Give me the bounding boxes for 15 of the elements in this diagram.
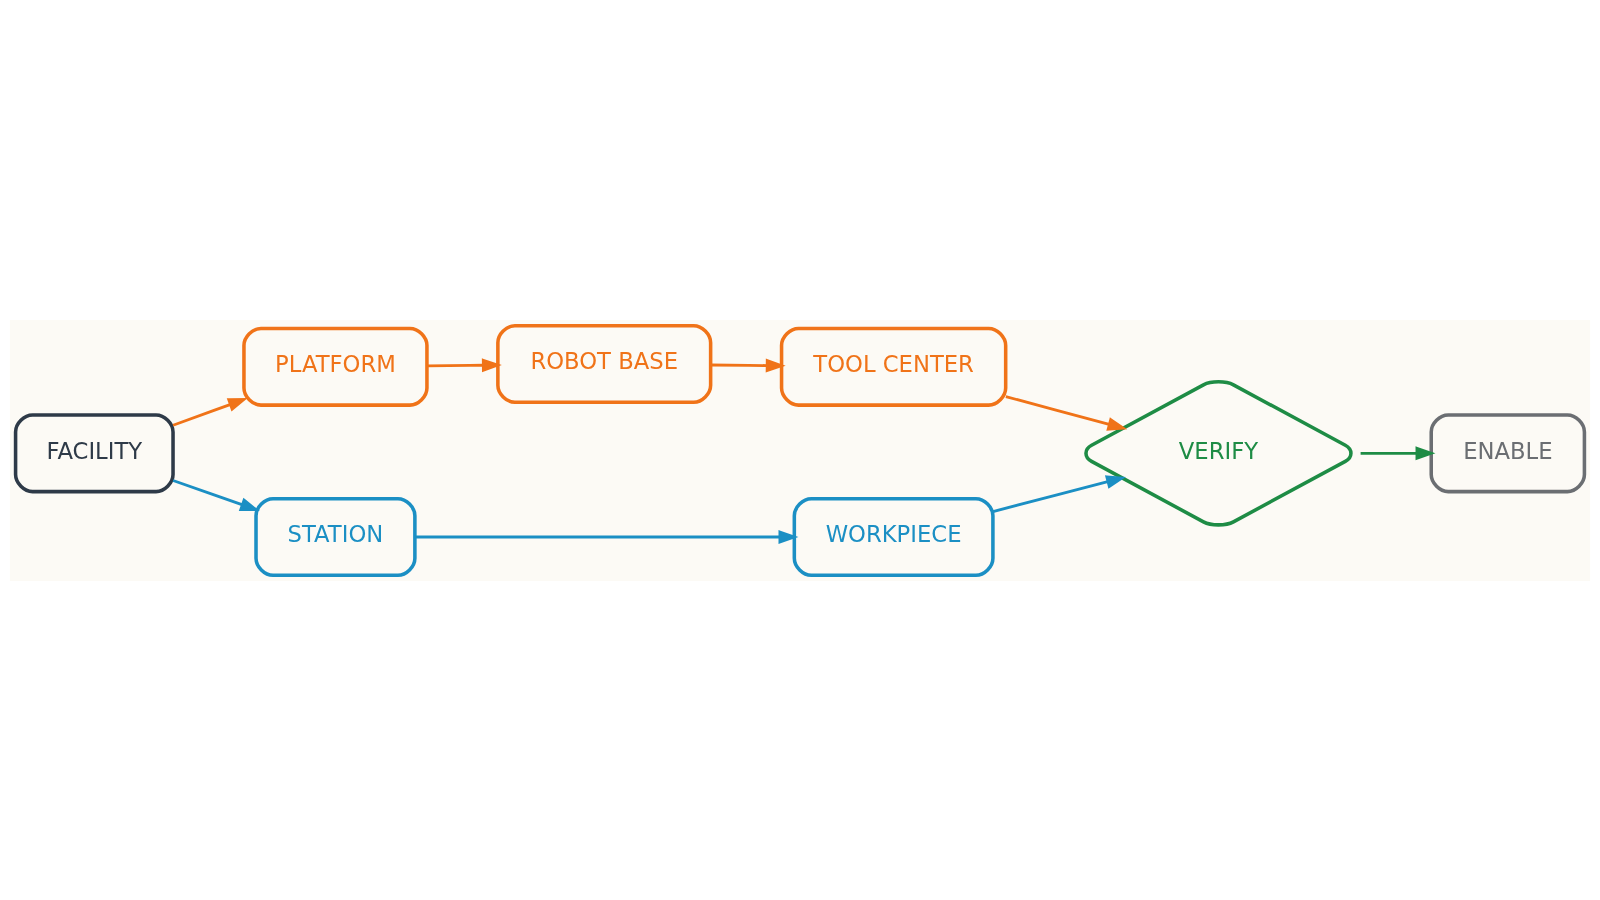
arrow [992,474,1126,513]
node-box: TOOL CENTER [779,326,1008,407]
node-box: ENABLE [1429,412,1587,493]
node-box: ROBOT BASE [496,323,713,404]
arrow [172,478,260,511]
arrow [1360,445,1436,460]
node-box: WORKPIECE [792,496,995,577]
node-box: FACILITY [13,412,175,493]
arrow [427,357,502,372]
arrow [710,358,786,373]
node-box: STATION [254,496,417,577]
arrow [172,397,248,427]
arrow [1005,394,1128,431]
arrow [415,529,799,544]
node-box: PLATFORM [242,326,429,407]
